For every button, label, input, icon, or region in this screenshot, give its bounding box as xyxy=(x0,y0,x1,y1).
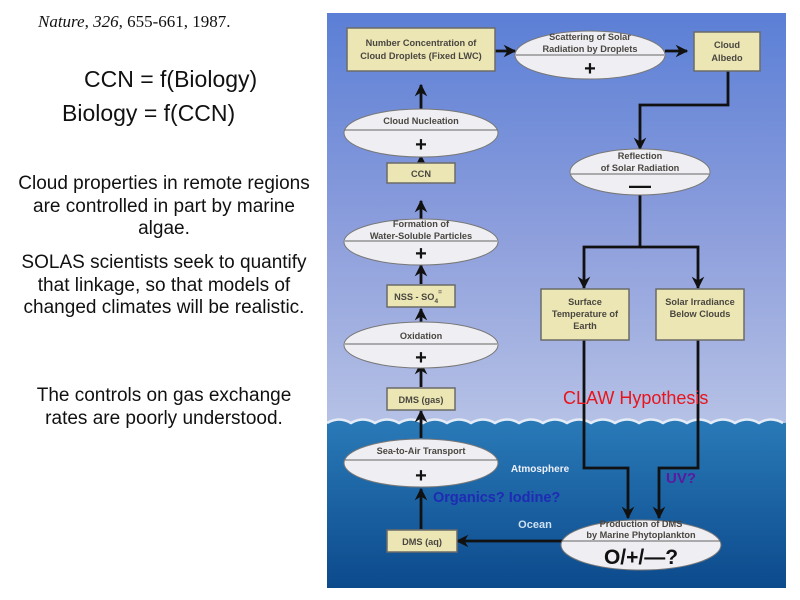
box-surface-temperature: Surface Temperature of Earth xyxy=(540,288,630,341)
citation-sep: , xyxy=(84,12,94,31)
atmosphere-label: Atmosphere xyxy=(511,464,570,475)
box-solar-irradiance-line1: Solar Irradiance xyxy=(665,297,734,307)
paragraph-gas-exchange: The controls on gas exchange rates are p… xyxy=(36,385,292,429)
box-solar-irradiance: Solar Irradiance Below Clouds xyxy=(655,288,745,341)
box-dms-aq: DMS (aq) xyxy=(386,529,458,553)
ellipse-formation-line2: Water-Soluble Particles xyxy=(370,231,472,241)
ellipse-sea-to-air-sign: + xyxy=(415,465,427,487)
equation-biology: Biology = f(CCN) xyxy=(62,100,236,126)
citation: Nature, 326, 655-661, 1987. xyxy=(38,12,231,32)
ellipse-oxidation: Oxidation + xyxy=(343,321,499,369)
arrow-surface-to-production xyxy=(582,340,635,520)
arrow-reflection-to-surface xyxy=(577,195,642,290)
uv-annotation: UV? xyxy=(666,470,696,487)
ellipse-formation: Formation of Water-Soluble Particles + xyxy=(343,218,499,266)
ellipse-oxidation-sign: + xyxy=(415,347,427,369)
citation-volume: 326 xyxy=(93,12,119,31)
paragraph-cloud-properties: Cloud properties in remote regions are c… xyxy=(18,173,310,239)
ellipse-formation-sign: + xyxy=(415,243,427,265)
nss-so4-sub: 4 xyxy=(434,298,438,305)
ellipse-cloud-nucleation: Cloud Nucleation + xyxy=(343,108,499,158)
box-nss-so4-label: NSS - SO4= xyxy=(394,289,442,305)
box-surface-temperature-line2: Temperature of xyxy=(552,309,619,319)
ellipse-sea-to-air: Sea-to-Air Transport + xyxy=(343,438,499,488)
ellipse-scattering-line2: Radiation by Droplets xyxy=(543,44,638,54)
ocean-label: Ocean xyxy=(518,519,552,531)
ellipse-reflection-sign: — xyxy=(629,173,651,198)
wave-crest xyxy=(327,418,784,425)
box-number-concentration-line2: Cloud Droplets (Fixed LWC) xyxy=(360,51,481,61)
claw-diagram: Number Concentration of Cloud Droplets (… xyxy=(327,13,786,588)
arrow-reflection-to-irradiance xyxy=(640,245,705,290)
ellipse-production-dms-line2: by Marine Phytoplankton xyxy=(586,530,696,540)
ellipse-scattering: Scattering of Solar Radiation by Droplet… xyxy=(514,30,666,80)
ellipse-production-dms-line1: Production of DMS xyxy=(600,519,683,529)
box-solar-irradiance-line2: Below Clouds xyxy=(670,309,731,319)
box-surface-temperature-line1: Surface xyxy=(568,297,602,307)
ellipse-production-dms: Production of DMS by Marine Phytoplankto… xyxy=(560,519,722,571)
ellipse-reflection-line1: Reflection xyxy=(618,151,663,161)
ellipse-reflection-line2: of Solar Radiation xyxy=(601,163,680,173)
arrow-irradiance-to-production xyxy=(652,340,700,520)
ellipse-cloud-nucleation-line1: Cloud Nucleation xyxy=(383,116,459,126)
ellipse-scattering-line1: Scattering of Solar xyxy=(549,32,631,42)
equation-ccn: CCN = f(Biology) xyxy=(84,66,258,92)
claw-hypothesis-annotation: CLAW Hypothesis xyxy=(563,388,708,408)
nss-so4-base: NSS - SO xyxy=(394,292,434,302)
ellipse-cloud-nucleation-sign: + xyxy=(415,134,427,156)
ellipse-reflection: Reflection of Solar Radiation — xyxy=(569,148,711,198)
box-dms-gas: DMS (gas) xyxy=(386,387,456,411)
box-dms-aq-label: DMS (aq) xyxy=(402,537,442,547)
ellipse-oxidation-line1: Oxidation xyxy=(400,331,443,341)
box-cloud-albedo-line2: Albedo xyxy=(711,53,743,63)
citation-journal: Nature xyxy=(38,12,85,31)
box-nss-so4: NSS - SO4= xyxy=(386,284,456,308)
citation-pages-year: , 655-661, 1987. xyxy=(118,12,231,31)
ellipse-scattering-sign: + xyxy=(584,58,596,80)
box-ccn-label: CCN xyxy=(411,169,431,179)
box-number-concentration-line1: Number Concentration of xyxy=(366,38,478,48)
ellipse-sea-to-air-line1: Sea-to-Air Transport xyxy=(377,446,466,456)
box-dms-gas-label: DMS (gas) xyxy=(399,395,444,405)
ellipse-formation-line1: Formation of xyxy=(393,219,450,229)
organics-iodine-annotation: Organics? Iodine? xyxy=(433,490,560,506)
box-surface-temperature-line3: Earth xyxy=(573,321,597,331)
nss-so4-sup: = xyxy=(438,289,442,296)
box-number-concentration: Number Concentration of Cloud Droplets (… xyxy=(346,27,496,72)
box-ccn: CCN xyxy=(386,162,456,184)
box-cloud-albedo: Cloud Albedo xyxy=(693,31,761,72)
paragraph-solas: SOLAS scientists seek to quantify that l… xyxy=(21,252,307,318)
box-cloud-albedo-line1: Cloud xyxy=(714,40,740,50)
ellipse-production-dms-sign: O/+/—? xyxy=(604,546,678,569)
arrow-albedo-to-reflection xyxy=(633,71,730,151)
